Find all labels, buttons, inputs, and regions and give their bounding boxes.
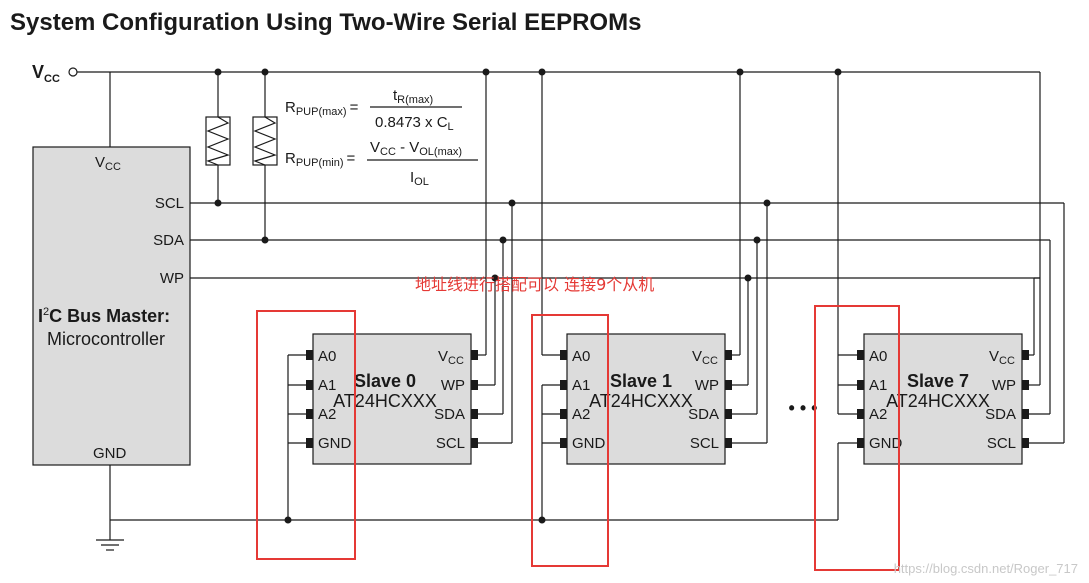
master-wp-label: WP: [160, 270, 184, 287]
more-slaves-ellipsis: • • •: [789, 398, 818, 418]
svg-text:A1: A1: [318, 377, 336, 394]
bus-master: VCC SCL SDA WP I2C Bus Master: Microcont…: [32, 146, 191, 466]
svg-text:A0: A0: [318, 348, 336, 365]
rpup-max-denominator: 0.8473 x CL: [375, 114, 454, 133]
slave-0-name: Slave 0: [354, 371, 416, 391]
svg-text:GND: GND: [869, 435, 903, 452]
svg-text:VCC: VCC: [989, 348, 1015, 367]
watermark: https://blog.csdn.net/Roger_717: [894, 561, 1078, 576]
highlight-box-slave-1: [531, 314, 609, 567]
slave-1-name: Slave 1: [610, 371, 672, 391]
svg-text:A2: A2: [572, 406, 590, 423]
rpup-max-label: RPUP(max)=: [285, 99, 359, 118]
slave-7-name: Slave 7: [907, 371, 969, 391]
slave-7-part: AT24HCXXX: [886, 391, 990, 411]
annotation-text: 地址线进行搭配可以 连接9个从机: [415, 275, 654, 294]
svg-text:SDA: SDA: [688, 406, 719, 423]
svg-text:WP: WP: [695, 377, 719, 394]
svg-text:VCC: VCC: [692, 348, 718, 367]
svg-text:A0: A0: [572, 348, 590, 365]
pullup-resistor-sda: [252, 116, 278, 166]
svg-text:A2: A2: [869, 406, 887, 423]
svg-text:VCC: VCC: [438, 348, 464, 367]
slave-1-chip: A0 A1 A2 GND VCC WP SDA SCL Slave 1 AT24…: [560, 333, 732, 465]
master-description: Microcontroller: [47, 329, 165, 349]
slave-7-chip: A0 A1 A2 GND VCC WP SDA SCL Slave 7 AT24…: [857, 333, 1029, 465]
svg-text:SCL: SCL: [436, 435, 465, 452]
highlight-box-slave-7: [814, 305, 900, 571]
pullup-formula: RPUP(max)= tR(max) 0.8473 x CL RPUP(min)…: [285, 87, 478, 188]
svg-text:SCL: SCL: [987, 435, 1016, 452]
svg-text:GND: GND: [318, 435, 352, 452]
master-name: I2C Bus Master:: [38, 306, 170, 326]
rpup-max-numerator: tR(max): [393, 87, 433, 106]
ground-icon: [96, 539, 124, 551]
diagram-title: System Configuration Using Two-Wire Seri…: [10, 9, 641, 36]
master-sda-label: SDA: [153, 232, 184, 249]
supply-terminal: [68, 67, 78, 77]
master-gnd-label: GND: [93, 445, 127, 462]
master-vcc-label: VCC: [95, 154, 121, 173]
svg-text:WP: WP: [992, 377, 1016, 394]
svg-text:A0: A0: [869, 348, 887, 365]
rpup-min-label: RPUP(min)=: [285, 150, 356, 169]
svg-text:SDA: SDA: [985, 406, 1016, 423]
svg-text:GND: GND: [572, 435, 606, 452]
highlight-box-slave-0: [256, 310, 356, 560]
slave-0-chip: A0 A1 A2 GND VCC WP SDA SCL Slave 0 AT24…: [306, 333, 478, 465]
junction-dots: [214, 68, 842, 524]
svg-text:A1: A1: [869, 377, 887, 394]
svg-text:A1: A1: [572, 377, 590, 394]
rpup-min-denominator: IOL: [410, 169, 429, 188]
svg-text:SDA: SDA: [434, 406, 465, 423]
supply-label: VCC: [32, 62, 60, 85]
slave-1-part: AT24HCXXX: [589, 391, 693, 411]
svg-text:WP: WP: [441, 377, 465, 394]
svg-text:A2: A2: [318, 406, 336, 423]
svg-text:SCL: SCL: [690, 435, 719, 452]
rpup-min-numerator: VCC - VOL(max): [370, 139, 462, 158]
slave-0-part: AT24HCXXX: [333, 391, 437, 411]
pullup-resistor-scl: [205, 116, 231, 166]
master-scl-label: SCL: [155, 195, 184, 212]
